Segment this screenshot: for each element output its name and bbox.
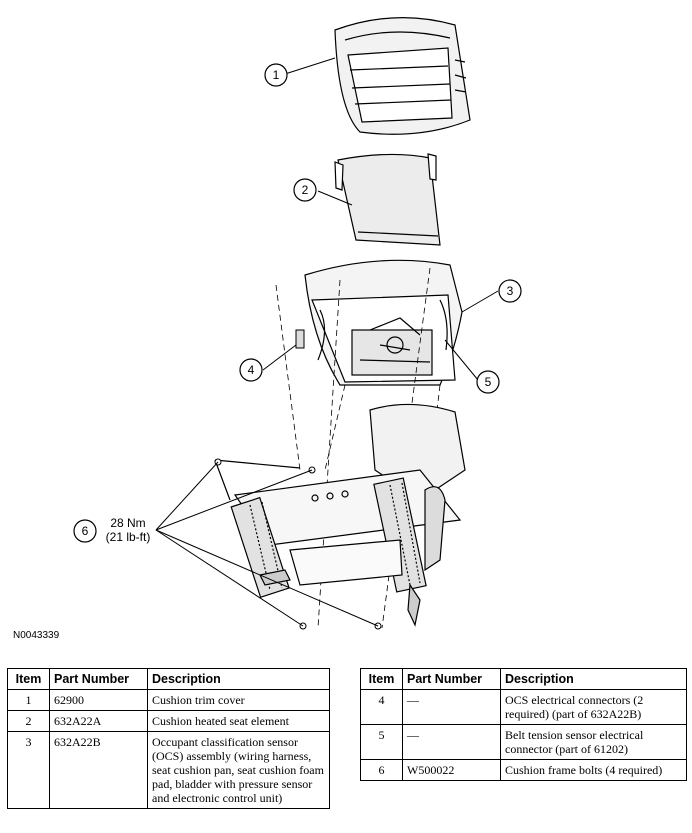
- table-header-row: Item Part Number Description: [7, 668, 330, 690]
- callout-label-4: 4: [248, 363, 255, 377]
- callout-label-6: 6: [82, 524, 89, 538]
- callout-circle-5: [476, 370, 500, 394]
- part-number: 632A22B: [49, 731, 148, 809]
- part-description: Occupant classification sensor (OCS) ass…: [147, 731, 330, 809]
- table-row: 5 — Belt tension sensor electrical conne…: [360, 724, 687, 760]
- reference-code: N0043339: [13, 630, 60, 641]
- part-number: 62900: [49, 689, 148, 711]
- callout-label-3: 3: [507, 284, 514, 298]
- header-description: Description: [500, 668, 687, 690]
- item-number: 2: [7, 710, 50, 732]
- callout-label-5: 5: [485, 375, 492, 389]
- part-number: —: [402, 724, 501, 760]
- callout-circle-2: [293, 178, 317, 202]
- table-row: 6 W500022 Cushion frame bolts (4 require…: [360, 759, 687, 781]
- heated-seat-element-drawing: [334, 153, 441, 246]
- item-number: 1: [7, 689, 50, 711]
- part-number: —: [402, 689, 501, 725]
- part-description: Cushion heated seat element: [147, 710, 330, 732]
- seat-frame-drawing: [214, 403, 466, 627]
- table-row: 2 632A22A Cushion heated seat element: [7, 710, 330, 732]
- callout-circle-4: [239, 358, 263, 382]
- header-item: Item: [7, 668, 50, 690]
- callout-circle-3: [498, 279, 522, 303]
- ocs-connector-drawing: [295, 329, 305, 349]
- torque-value: 28 Nm: [110, 516, 145, 530]
- parts-table-left: Item Part Number Description 1 62900 Cus…: [7, 668, 330, 809]
- item-number: 6: [360, 759, 403, 781]
- item-number: 4: [360, 689, 403, 725]
- part-description: Cushion frame bolts (4 required): [500, 759, 687, 781]
- item-number: 5: [360, 724, 403, 760]
- part-number: 632A22A: [49, 710, 148, 732]
- callout-circle-1: [264, 63, 288, 87]
- item-number: 3: [7, 731, 50, 809]
- torque-value-imperial: (21 lb-ft): [106, 530, 151, 544]
- cushion-trim-cover-drawing: [334, 17, 471, 135]
- callout-label-2: 2: [302, 183, 309, 197]
- header-item: Item: [360, 668, 403, 690]
- callout-label-1: 1: [273, 68, 280, 82]
- part-description: Cushion trim cover: [147, 689, 330, 711]
- part-number: W500022: [402, 759, 501, 781]
- exploded-seat-diagram: 1 2 3 4 5 6 28 Nm (21 lb-ft) N0043339: [13, 17, 522, 641]
- table-row: 3 632A22B Occupant classification sensor…: [7, 731, 330, 809]
- table-row: 1 62900 Cushion trim cover: [7, 689, 330, 711]
- callout-circle-6: [73, 519, 97, 543]
- ocs-assembly-drawing: [304, 259, 463, 386]
- header-description: Description: [147, 668, 330, 690]
- part-description: Belt tension sensor electrical connector…: [500, 724, 687, 760]
- header-part-number: Part Number: [49, 668, 148, 690]
- table-row: 4 — OCS electrical connectors (2 require…: [360, 689, 687, 725]
- table-header-row: Item Part Number Description: [360, 668, 687, 690]
- header-part-number: Part Number: [402, 668, 501, 690]
- part-description: OCS electrical connectors (2 required) (…: [500, 689, 687, 725]
- parts-table-right: Item Part Number Description 4 — OCS ele…: [360, 668, 687, 781]
